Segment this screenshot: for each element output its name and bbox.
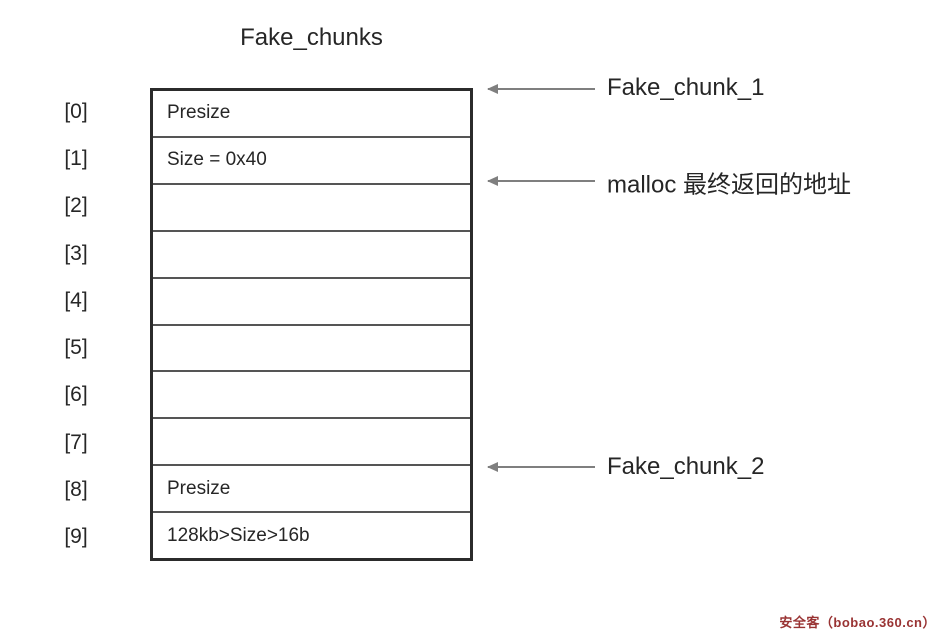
left-arrow-icon [487,462,595,472]
left-arrow-icon [487,176,595,186]
table-row: Presize [167,102,231,124]
annotation-fake-chunk-2: Fake_chunk_2 [607,453,765,480]
row-index: [4] [64,288,88,312]
annotation-malloc-return-address: malloc 最终返回的地址 [607,171,852,199]
row-index: [1] [64,146,88,170]
row-index: [2] [64,194,88,218]
row-index: [0] [64,99,88,123]
row-index: [9] [64,525,88,549]
watermark: 安全客（bobao.360.cn） [779,615,936,630]
table-row [153,229,470,277]
row-index: [3] [64,241,88,265]
diagram-title: Fake_chunks [240,24,383,51]
row-index: [8] [64,478,88,502]
table-row: Size = 0x40 [153,135,470,183]
row-index: [6] [64,383,88,407]
table-row [153,323,470,371]
table-row [153,276,470,324]
annotation-fake-chunk-1: Fake_chunk_1 [607,74,765,101]
left-arrow-icon [487,84,595,94]
row-index: [5] [64,336,88,360]
table-row: 128kb>Size>16b [153,511,470,558]
table-row [153,417,470,464]
table-row [153,182,470,230]
table-row: Presize [153,464,470,511]
fake-chunks-table: Presize Size = 0x40 Presize 128kb>Size>1… [150,88,473,561]
index-column: [0] [1] [2] [3] [4] [5] [6] [7] [8] [9] [42,88,110,561]
table-row [153,370,470,417]
row-index: [7] [64,430,88,454]
